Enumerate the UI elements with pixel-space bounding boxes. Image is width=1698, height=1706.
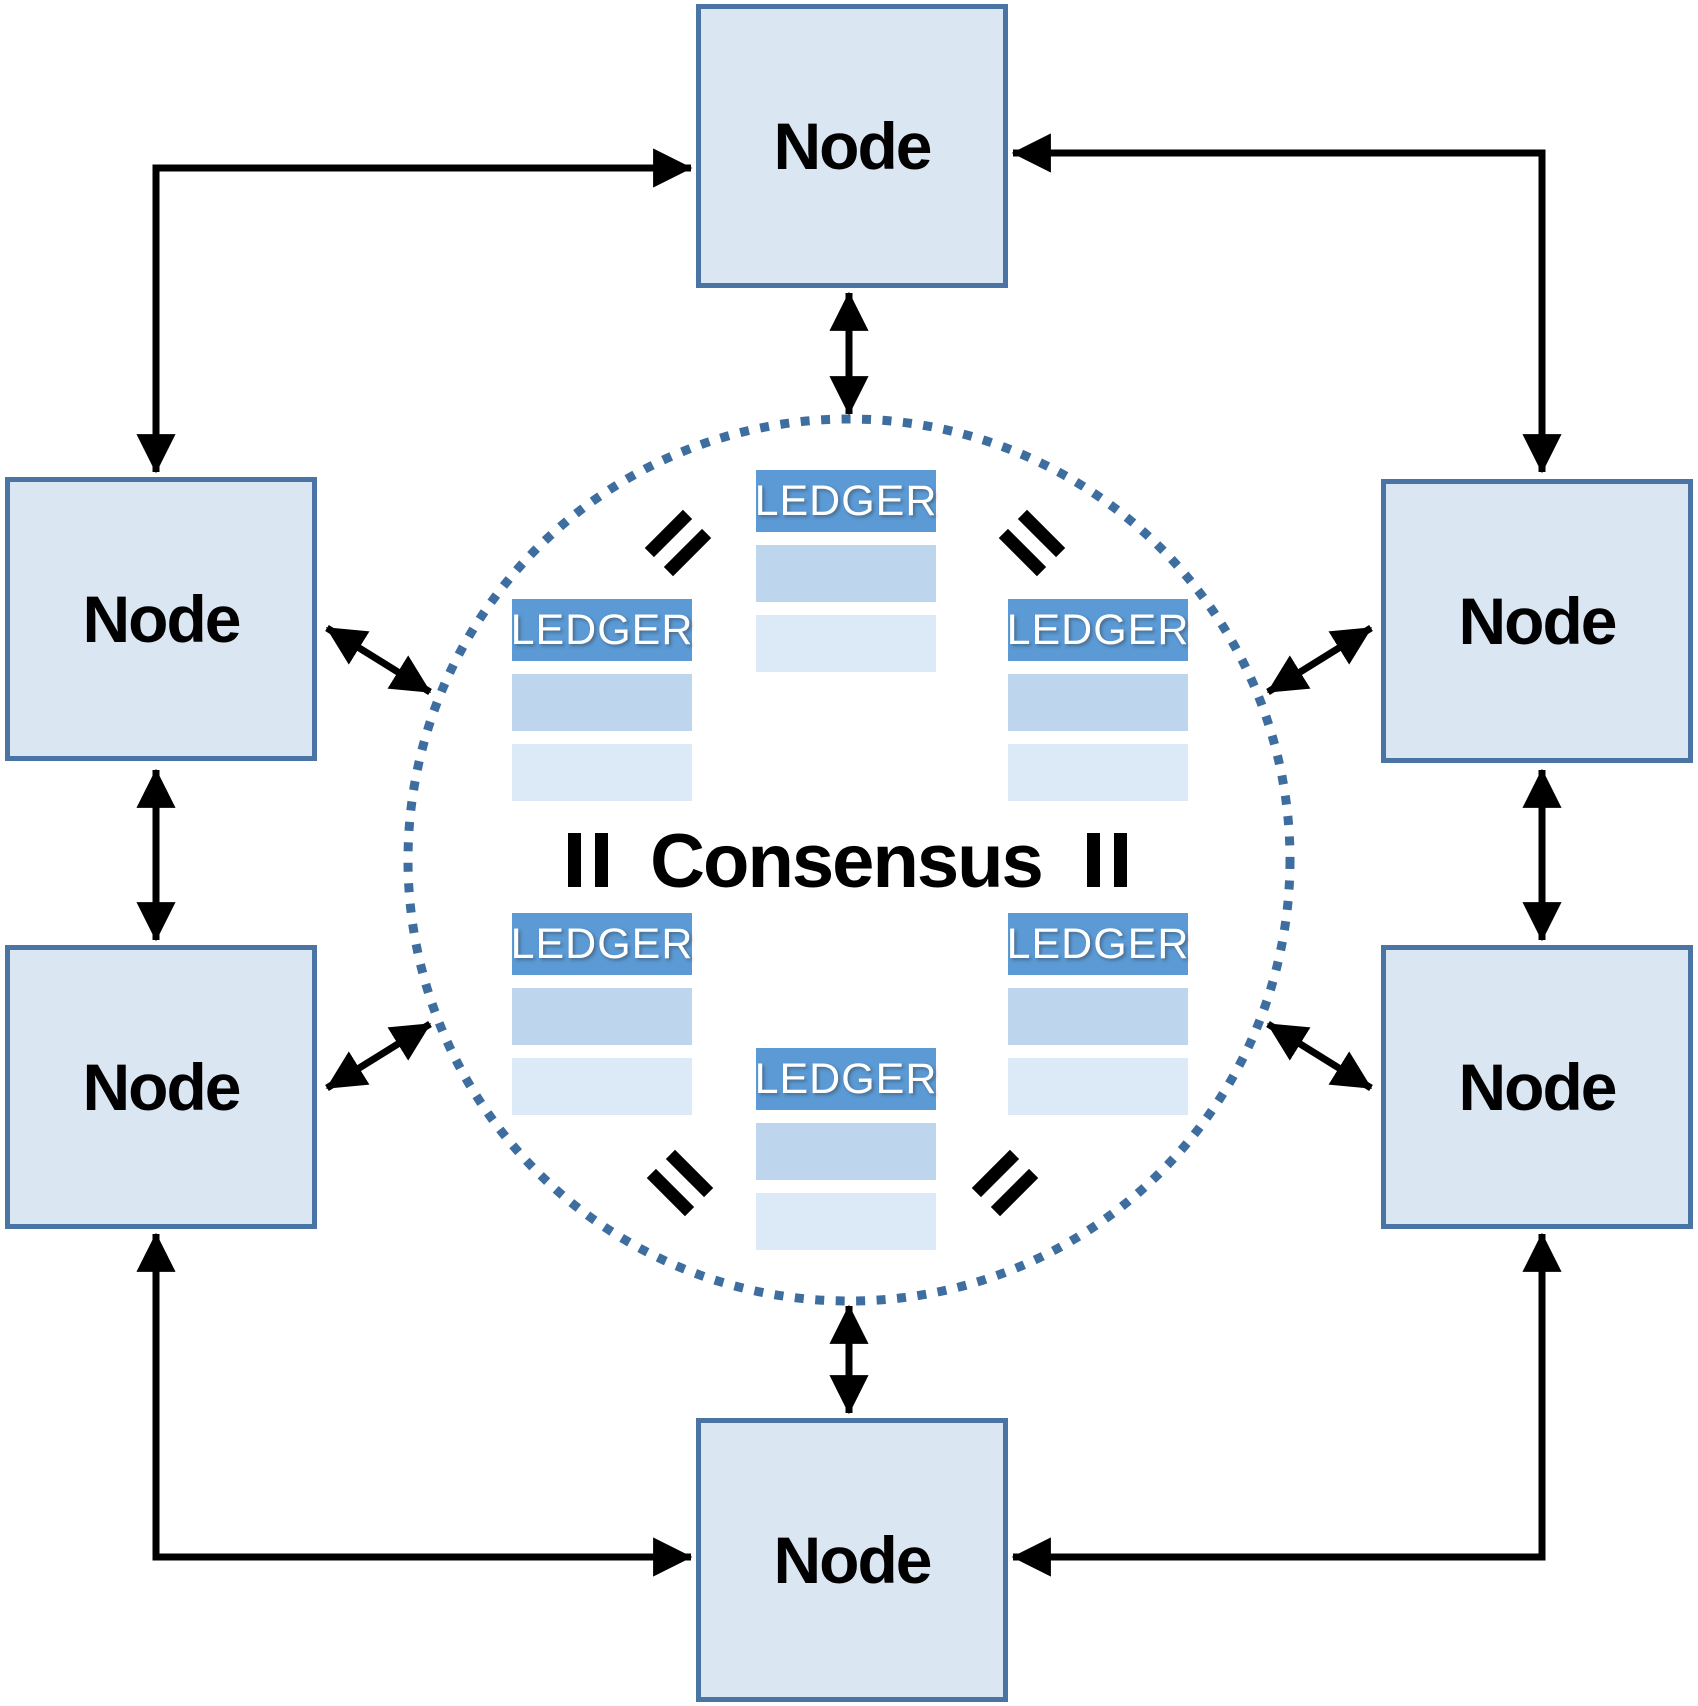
- equals-sign-bottom-left: [646, 1149, 714, 1217]
- node-box-left-lower: Node: [5, 945, 317, 1229]
- ledger-bottom-center: LEDGER: [755, 1048, 936, 1250]
- arrow-elbow-bottom-left: [136, 1232, 693, 1577]
- arrow-right-upper-node-circle: [1266, 625, 1373, 695]
- arrow-elbow-top-right: [1011, 133, 1562, 474]
- ledger-row: [512, 1058, 692, 1115]
- ledger-row: [512, 674, 692, 731]
- ledger-row: [756, 615, 936, 672]
- ledger-row: [512, 988, 692, 1045]
- ledger-header: LEDGER: [755, 1048, 936, 1110]
- ledger-header: LEDGER: [755, 470, 936, 532]
- ledger-row: [1008, 1058, 1188, 1115]
- node-box-bottom: Node: [696, 1418, 1008, 1702]
- node-box-right-upper: Node: [1381, 479, 1693, 763]
- ledger-header: LEDGER: [511, 913, 692, 975]
- ledger-row: [756, 1193, 936, 1250]
- ledger-row: [756, 545, 936, 602]
- node-box-top: Node: [696, 4, 1008, 288]
- equals-sign-top-right: [998, 509, 1066, 577]
- ledger-header: LEDGER: [511, 599, 692, 661]
- ledger-lower-right: LEDGER: [1007, 913, 1188, 1115]
- arrow-elbow-bottom-right: [1011, 1232, 1562, 1577]
- consensus-label: Consensus: [650, 819, 1044, 904]
- ledger-lower-left: LEDGER: [511, 913, 692, 1115]
- ledger-upper-left: LEDGER: [511, 599, 692, 801]
- ledger-top-center: LEDGER: [755, 470, 936, 672]
- arrow-elbow-top-left: [136, 148, 693, 474]
- ledger-row: [1008, 674, 1188, 731]
- node-box-left-upper: Node: [5, 477, 317, 761]
- ledger-header: LEDGER: [1007, 599, 1188, 661]
- arrow-left-lower-node-circle: [325, 1021, 432, 1091]
- ledger-row: [1008, 988, 1188, 1045]
- ledger-row: [1008, 744, 1188, 801]
- ledger-row: [512, 744, 692, 801]
- node-box-right-lower: Node: [1381, 945, 1693, 1229]
- equals-sign-top-left: [644, 509, 712, 577]
- arrow-right-lower-node-circle: [1266, 1021, 1373, 1091]
- ledger-header: LEDGER: [1007, 913, 1188, 975]
- equals-sign-bottom-right: [971, 1149, 1039, 1217]
- ledger-upper-right: LEDGER: [1007, 599, 1188, 801]
- arrow-left-upper-node-circle: [325, 625, 432, 695]
- ledger-row: [756, 1123, 936, 1180]
